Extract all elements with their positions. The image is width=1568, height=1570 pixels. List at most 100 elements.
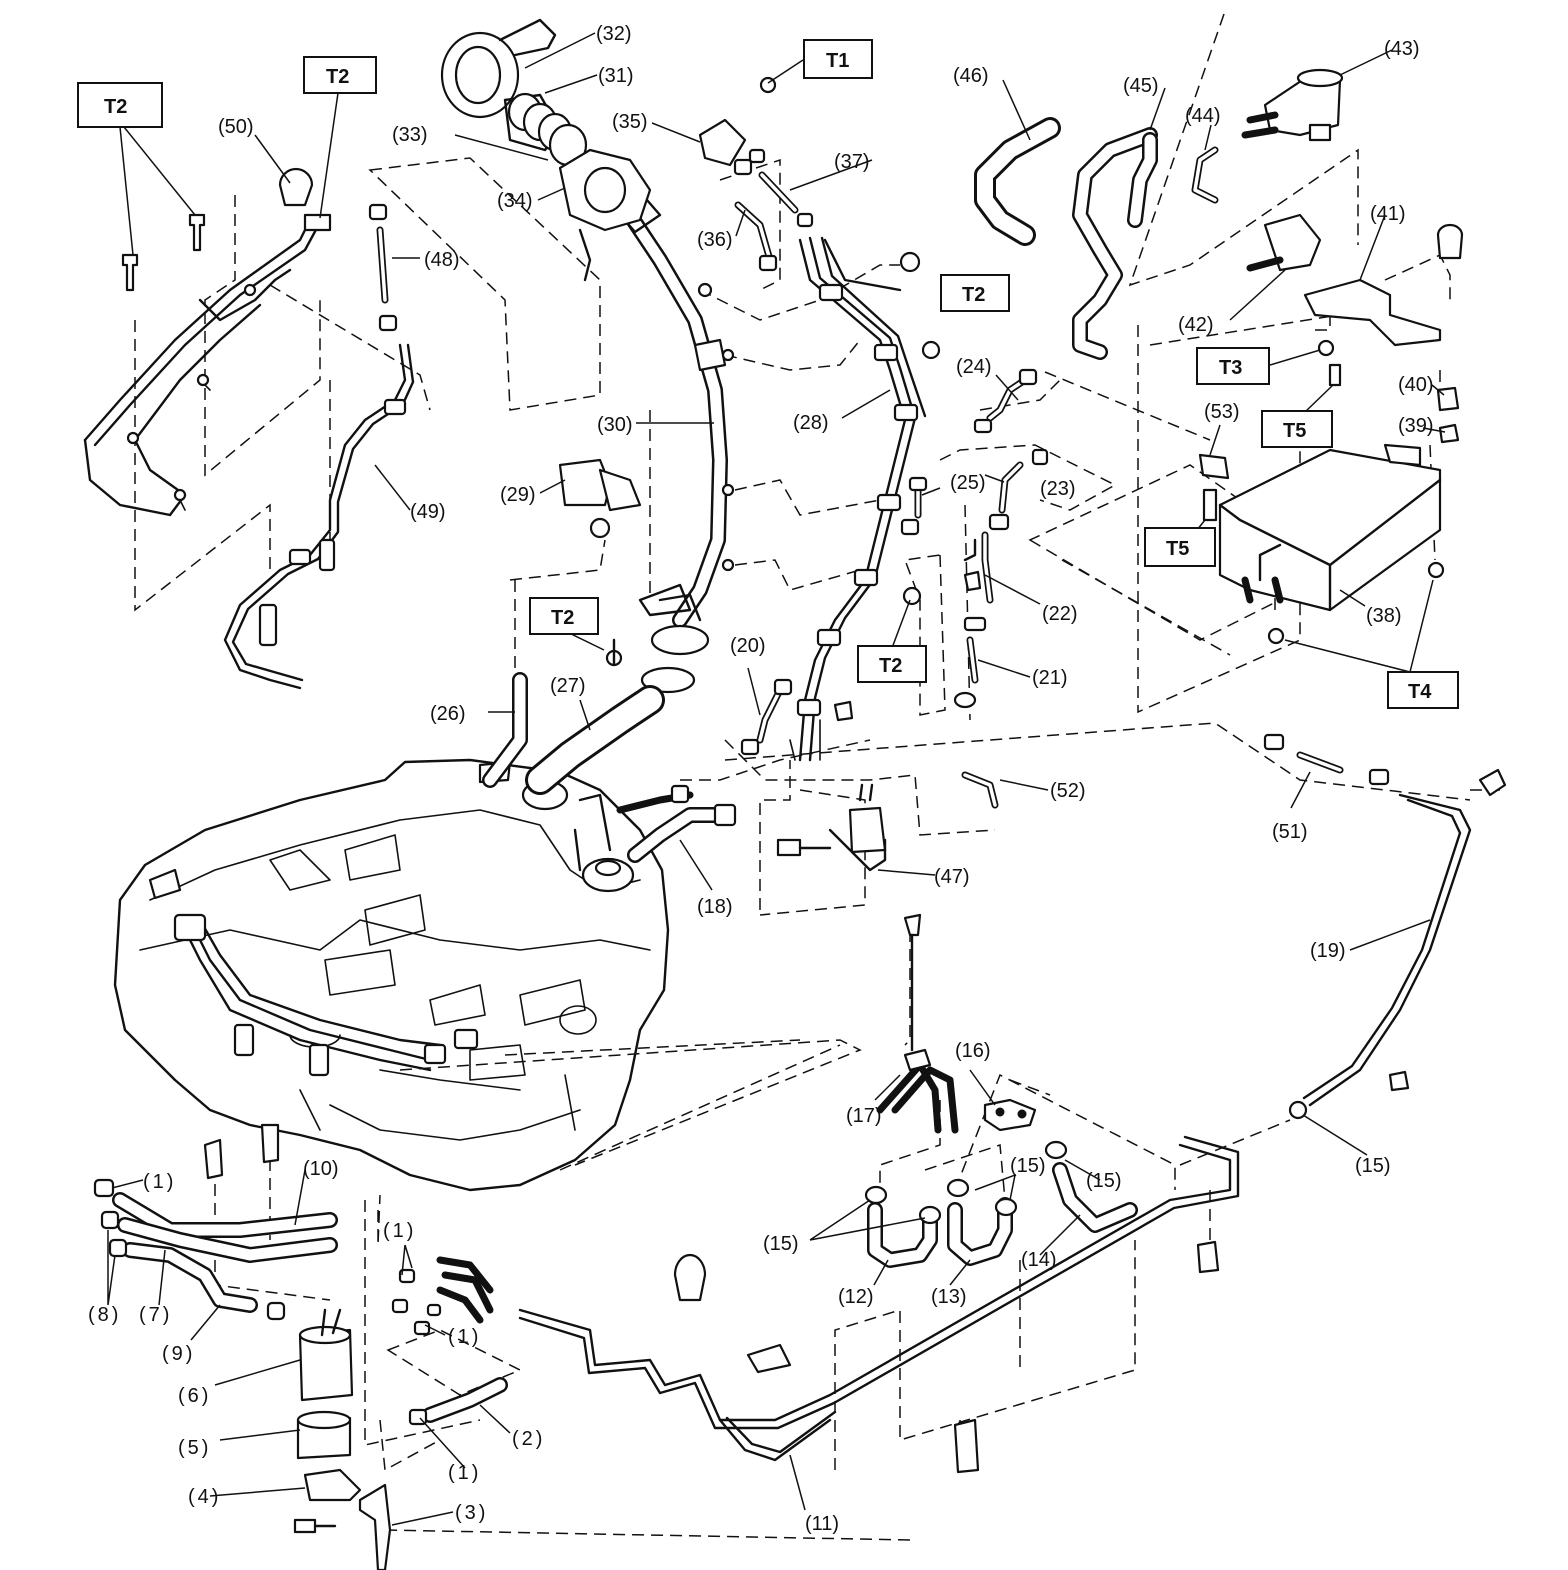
label-p12: (12) xyxy=(838,1286,874,1308)
label-p15-a: (15) xyxy=(1355,1155,1391,1177)
torque-box-t2-b: T2 xyxy=(303,56,377,94)
label-p25: (25) xyxy=(950,472,986,494)
label-p15-c: (15) xyxy=(1086,1170,1122,1192)
valve-47 xyxy=(776,783,887,872)
label-p48: (48) xyxy=(424,249,460,271)
label-p24: (24) xyxy=(956,356,992,378)
label-p11: (11) xyxy=(805,1513,839,1535)
hose-18 xyxy=(616,784,737,863)
label-p13: (13) xyxy=(931,1286,967,1308)
label-p7: (7) xyxy=(139,1304,172,1326)
torque-box-t1: T1 xyxy=(803,39,873,79)
label-p34: (34) xyxy=(497,190,533,212)
label-p9: (9) xyxy=(162,1343,195,1365)
torque-box-t2-d: T2 xyxy=(529,597,599,635)
label-p20: (20) xyxy=(730,635,766,657)
torque-label: T2 xyxy=(551,607,574,629)
label-p15-b: (15) xyxy=(1010,1155,1046,1177)
label-p14: (14) xyxy=(1021,1249,1057,1271)
torque-box-t2-c: T2 xyxy=(940,274,1010,312)
label-p22: (22) xyxy=(1042,603,1078,625)
label-p17: (17) xyxy=(846,1105,882,1127)
pipe-11 xyxy=(518,1135,1240,1474)
label-p49: (49) xyxy=(410,501,446,523)
label-p41: (41) xyxy=(1370,203,1406,225)
torque-label: T3 xyxy=(1219,357,1242,379)
label-p8: (8) xyxy=(88,1304,121,1326)
label-p32: (32) xyxy=(596,23,632,45)
label-p2: (2) xyxy=(512,1428,545,1450)
bolts-upper-left xyxy=(121,213,332,292)
label-p35: (35) xyxy=(612,111,648,133)
label-p6: (6) xyxy=(178,1385,211,1407)
label-p23: (23) xyxy=(1040,478,1076,500)
label-p42: (42) xyxy=(1178,314,1214,336)
label-p1-b: (1) xyxy=(383,1220,416,1242)
hoses-36-37 xyxy=(733,148,814,272)
label-p19: (19) xyxy=(1310,940,1346,962)
label-p47: (47) xyxy=(934,866,970,888)
label-p39: (39) xyxy=(1398,415,1434,437)
part-labels: (32) (31) (33) (34) (35) (36) (37) (50) … xyxy=(88,23,1434,1535)
label-p44: (44) xyxy=(1185,105,1221,127)
label-p10: (10) xyxy=(303,1158,339,1180)
pipes-48-49-50 xyxy=(83,167,415,690)
torque-label: T2 xyxy=(879,655,902,677)
label-p45: (45) xyxy=(1123,75,1159,97)
pipe-19 xyxy=(1288,768,1507,1120)
label-p33: (33) xyxy=(392,124,428,146)
parts-39-43 xyxy=(1241,68,1464,444)
filler-pipe-assembly xyxy=(440,18,777,694)
label-p31: (31) xyxy=(598,65,634,87)
hoses-12-17 xyxy=(864,913,1138,1268)
label-p28: (28) xyxy=(793,412,829,434)
label-p50: (50) xyxy=(218,116,254,138)
torque-label: T2 xyxy=(104,96,127,118)
label-p1-a: (1) xyxy=(143,1171,176,1193)
pipe-assembly-28 xyxy=(789,236,941,762)
label-p29: (29) xyxy=(500,484,536,506)
label-p1-d: (1) xyxy=(448,1462,481,1484)
label-p27: (27) xyxy=(550,675,586,697)
valve-29 xyxy=(558,458,692,667)
label-p38: (38) xyxy=(1366,605,1402,627)
torque-label: T2 xyxy=(962,284,985,306)
label-p53: (53) xyxy=(1204,401,1240,423)
label-p51: (51) xyxy=(1272,821,1308,843)
label-p36: (36) xyxy=(697,229,733,251)
torque-box-t2-e: T2 xyxy=(857,645,927,683)
canister-38 xyxy=(1198,443,1445,645)
torque-label: T2 xyxy=(326,66,349,88)
leader-lines xyxy=(107,32,1446,1526)
hose-51-52 xyxy=(961,733,1390,809)
torque-box-t5-b: T5 xyxy=(1144,527,1216,567)
torque-box-t3: T3 xyxy=(1196,347,1270,385)
label-p30: (30) xyxy=(597,414,633,436)
label-p1-c: (1) xyxy=(448,1326,481,1348)
label-p3: (3) xyxy=(455,1502,488,1524)
torque-label: T1 xyxy=(826,50,849,72)
label-p15-d: (15) xyxy=(763,1233,799,1255)
label-p37: (37) xyxy=(834,151,870,173)
label-p46: (46) xyxy=(953,65,989,87)
torque-boxes: T2 T2 T1 T2 T2 T2 T3 T5 xyxy=(77,39,1459,709)
torque-box-t5-a: T5 xyxy=(1261,410,1333,448)
label-p26: (26) xyxy=(430,703,466,725)
assembly-dashed-lines xyxy=(134,13,1500,1541)
hoses-1-10 xyxy=(93,1123,508,1570)
filler-hoses xyxy=(482,672,665,795)
label-p43: (43) xyxy=(1384,38,1420,60)
label-p52: (52) xyxy=(1050,780,1086,802)
label-p21: (21) xyxy=(1032,667,1068,689)
hoses-44-46 xyxy=(974,117,1219,360)
torque-label: T5 xyxy=(1166,538,1189,560)
label-p5: (5) xyxy=(178,1437,211,1459)
torque-label: T4 xyxy=(1408,681,1432,703)
torque-box-t2-a: T2 xyxy=(77,82,163,128)
label-p4: (4) xyxy=(188,1486,221,1508)
hoses-20-25 xyxy=(740,368,1049,756)
torque-label: T5 xyxy=(1283,420,1306,442)
label-p16: (16) xyxy=(955,1040,991,1062)
torque-box-t4: T4 xyxy=(1387,671,1459,709)
